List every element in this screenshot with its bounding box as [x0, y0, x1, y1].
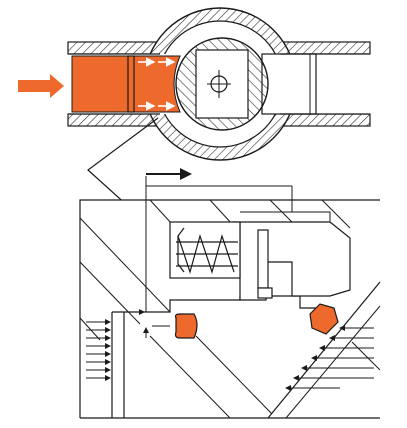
pressure-arrows-left — [86, 319, 111, 381]
section-hatch — [79, 199, 381, 419]
upstream-seat-ring — [127, 55, 135, 113]
upstream-pressure-zone — [71, 55, 181, 113]
seat-detail — [79, 176, 381, 420]
detail-leader-line — [87, 117, 159, 207]
inflow-arrow-icon — [18, 74, 64, 98]
pressure-arrows-right — [285, 325, 374, 391]
seat-seal-ball — [309, 303, 339, 335]
downstream-seat-ring — [261, 53, 317, 115]
seat-seal-upstream — [174, 313, 198, 339]
valve-section — [18, 7, 371, 161]
flow-arrows — [138, 57, 176, 111]
spring-icon — [176, 227, 238, 275]
